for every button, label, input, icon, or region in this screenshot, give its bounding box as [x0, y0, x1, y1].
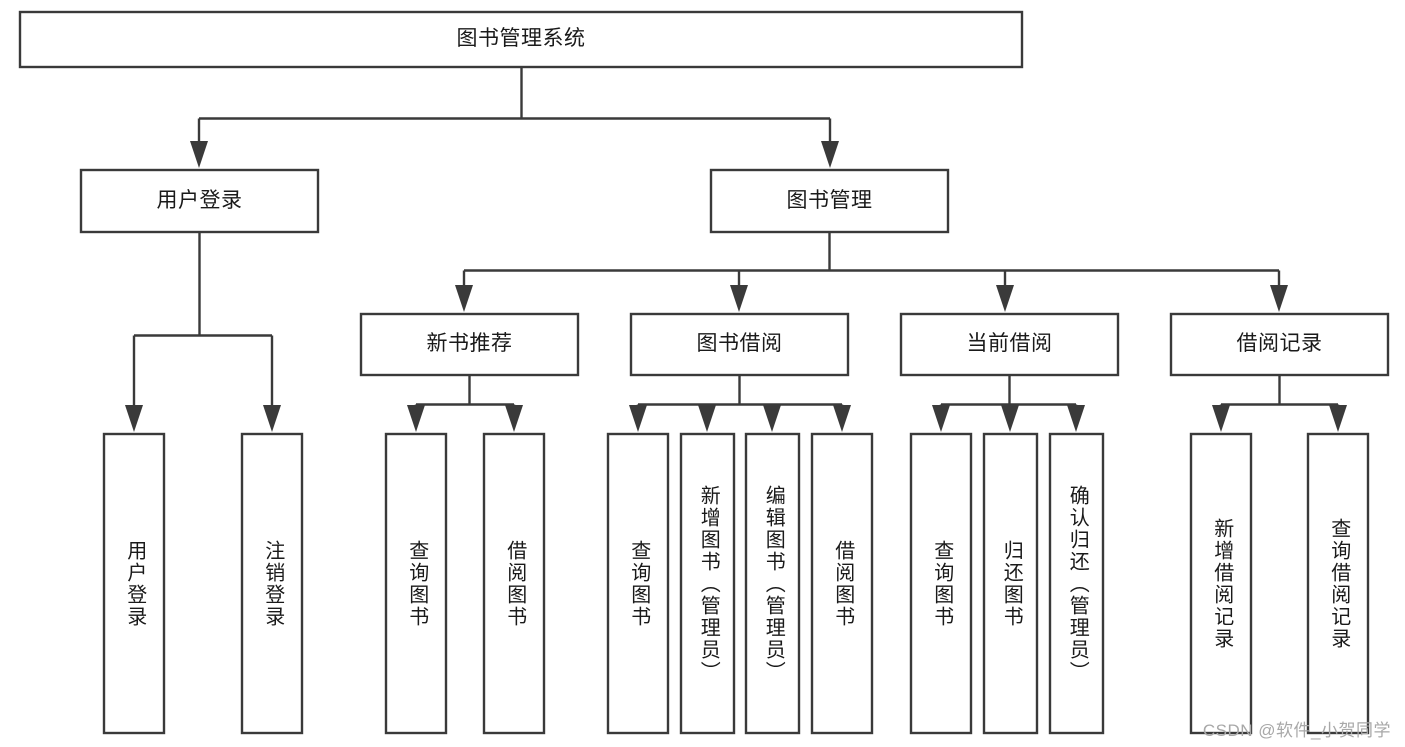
arrow-head-newbook-leaf2 — [505, 405, 523, 432]
leaf-box-return-book[interactable] — [982, 432, 1039, 735]
arrow-head-newbook-leaf1 — [407, 405, 425, 432]
arrow-head-userlogin-leaf1 — [125, 405, 143, 432]
arrow-head-newbook — [455, 285, 473, 312]
leaf-box-confirm-return-admin[interactable] — [1048, 432, 1105, 735]
node-box-root[interactable] — [18, 10, 1024, 69]
arrow-head-borrow-leaf3 — [763, 405, 781, 432]
connectors-root-to-level2 — [190, 67, 839, 168]
leaf-box-add-book-admin[interactable] — [679, 432, 736, 735]
connectors-record-to-leaves — [1212, 375, 1347, 432]
node-box-book-management[interactable] — [709, 168, 950, 234]
leaf-box-logout[interactable] — [240, 432, 304, 735]
node-box-new-book-recommend[interactable] — [359, 312, 580, 377]
arrow-head-userlogin-leaf2 — [263, 405, 281, 432]
node-box-user-login[interactable] — [79, 168, 320, 234]
connectors-borrow-to-leaves — [629, 375, 851, 432]
arrow-head-user-login — [190, 141, 208, 168]
arrow-head-current-leaf2 — [1001, 405, 1019, 432]
leaf-box-borrow-book-recommend[interactable] — [482, 432, 546, 735]
connectors-book-mgmt-to-level3 — [455, 232, 1288, 312]
leaf-box-query-book-recommend[interactable] — [384, 432, 448, 735]
connectors-newbook-to-leaves — [407, 375, 523, 432]
watermark-text: CSDN @软件_小贺同学 — [1202, 721, 1391, 740]
node-box-borrow-record[interactable] — [1169, 312, 1390, 377]
leaf-box-edit-book-admin[interactable] — [744, 432, 801, 735]
leaf-box-add-borrow-record[interactable] — [1189, 432, 1253, 735]
connectors-current-to-leaves — [932, 375, 1085, 432]
leaf-box-query-book-borrow[interactable] — [606, 432, 670, 735]
arrow-head-borrow-leaf1 — [629, 405, 647, 432]
arrow-head-current — [996, 285, 1014, 312]
node-box-book-borrow[interactable] — [629, 312, 850, 377]
arrow-head-borrow — [730, 285, 748, 312]
leaf-box-user-login[interactable] — [102, 432, 166, 735]
arrow-head-current-leaf3 — [1067, 405, 1085, 432]
arrow-head-book-mgmt — [821, 141, 839, 168]
node-box-current-borrow[interactable] — [899, 312, 1120, 377]
arrow-head-current-leaf1 — [932, 405, 950, 432]
arrow-head-record — [1270, 285, 1288, 312]
arrow-head-record-leaf1 — [1212, 405, 1230, 432]
leaf-box-borrow-book[interactable] — [810, 432, 874, 735]
arrow-head-borrow-leaf2 — [698, 405, 716, 432]
leaf-box-query-borrow-record[interactable] — [1306, 432, 1370, 735]
arrow-head-record-leaf2 — [1329, 405, 1347, 432]
leaf-box-query-book-current[interactable] — [909, 432, 973, 735]
arrow-head-borrow-leaf4 — [833, 405, 851, 432]
connectors-user-login-to-leaves — [125, 232, 281, 432]
